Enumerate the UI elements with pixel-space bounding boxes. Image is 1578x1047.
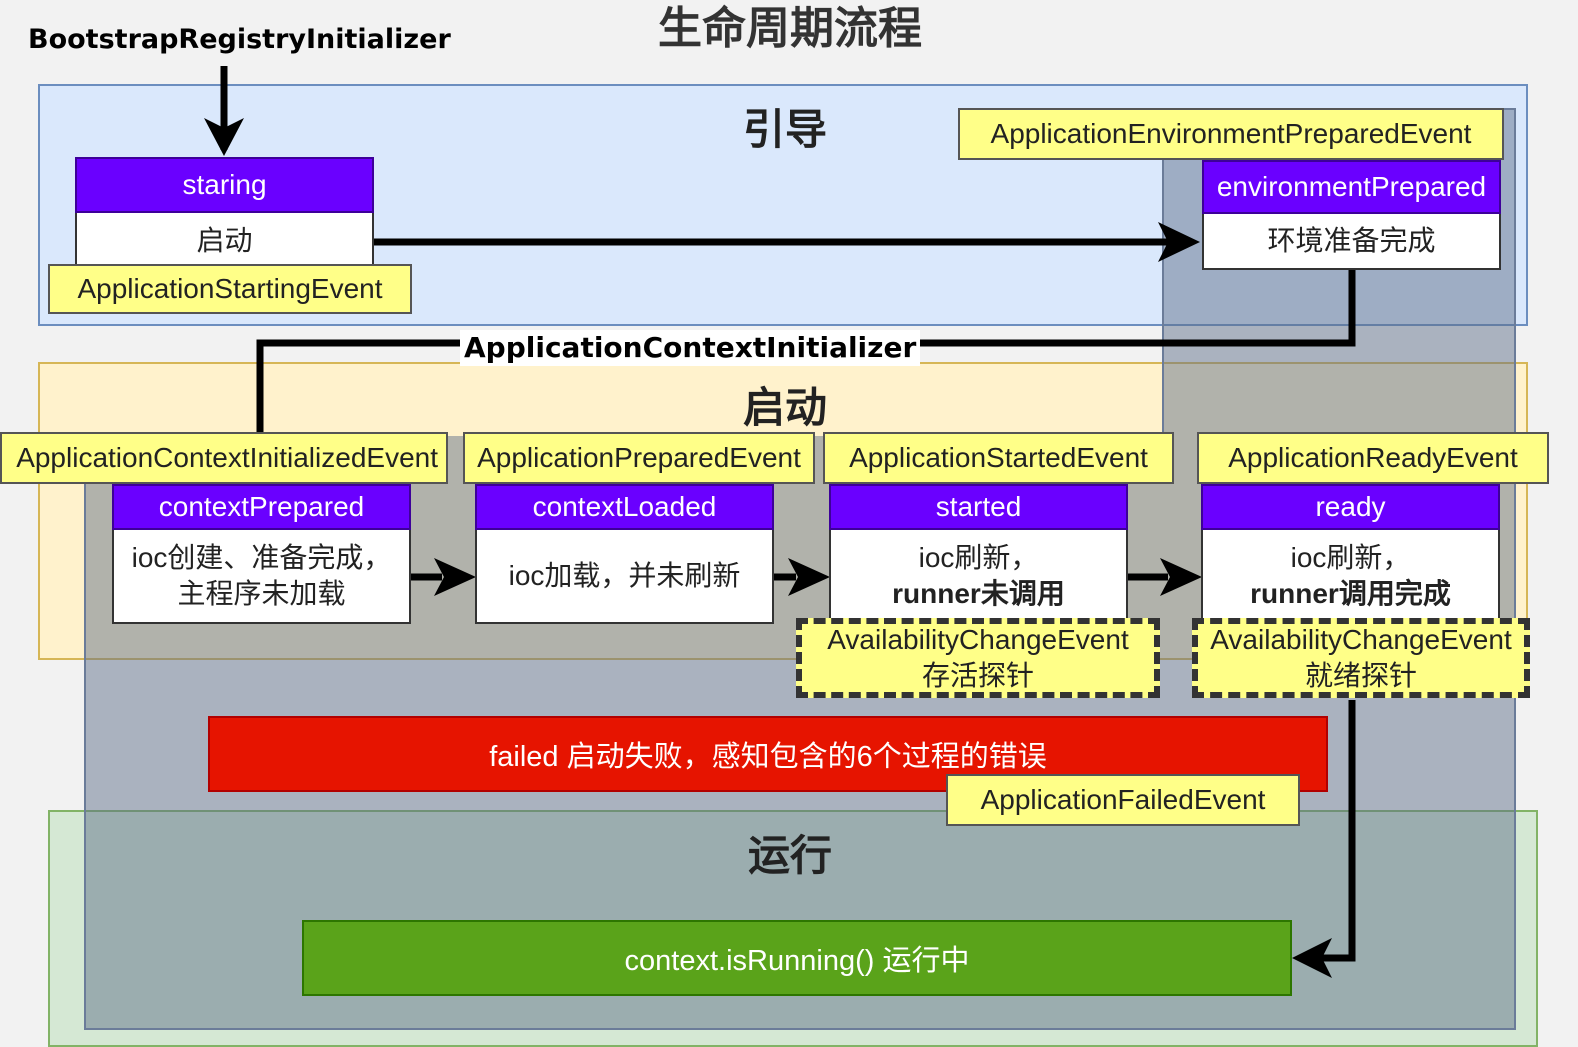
page-title: 生命周期流程 (658, 3, 922, 54)
arrow-ready-to-running (1322, 700, 1356, 962)
stage-started-desc-2: runner未调用 (892, 578, 1065, 609)
running-zone-title: 运行 (747, 831, 832, 880)
stage-environment-prepared: environmentPrepared 环境准备完成 (1202, 160, 1501, 270)
stage-ready-desc-2: runner调用完成 (1250, 578, 1451, 609)
event-availability-liveness-desc: 存活探针 (921, 660, 1034, 691)
event-availability-readiness: AvailabilityChangeEvent 就绪探针 (1192, 618, 1530, 698)
stage-ready: ready ioc刷新， runner调用完成 (1201, 484, 1500, 624)
event-application-ready: ApplicationReadyEvent (1197, 432, 1549, 484)
stage-context-loaded: contextLoaded ioc加载，并未刷新 (475, 484, 774, 624)
event-availability-readiness-desc: 就绪探针 (1304, 660, 1417, 691)
stage-environment-prepared-name: environmentPrepared (1202, 160, 1501, 214)
event-environment-prepared: ApplicationEnvironmentPreparedEvent (958, 108, 1504, 160)
stage-starting-name: staring (75, 157, 374, 213)
running-bar: context.isRunning() 运行中 (302, 920, 1292, 996)
bootstrap-initializer-label: BootstrapRegistryInitializer (28, 24, 451, 55)
stage-ready-name: ready (1201, 484, 1500, 530)
stage-started: started ioc刷新， runner未调用 (829, 484, 1128, 624)
event-application-started: ApplicationStartedEvent (823, 432, 1174, 484)
event-application-starting: ApplicationStartingEvent (48, 264, 412, 314)
event-context-initialized: ApplicationContextInitializedEvent (0, 432, 448, 484)
startup-zone-title: 启动 (742, 383, 827, 432)
stage-context-loaded-desc: ioc加载，并未刷新 (475, 530, 774, 624)
stage-context-prepared-name: contextPrepared (112, 484, 411, 530)
stage-ready-desc-1: ioc刷新， (1290, 542, 1411, 573)
event-availability-liveness: AvailabilityChangeEvent 存活探针 (796, 618, 1160, 698)
stage-starting-desc: 启动 (75, 213, 374, 271)
stage-context-prepared: contextPrepared ioc创建、准备完成， 主程序未加载 (112, 484, 411, 624)
stage-started-desc-1: ioc刷新， (918, 542, 1039, 573)
event-application-failed: ApplicationFailedEvent (946, 774, 1300, 826)
stage-context-prepared-desc-2: 主程序未加载 (177, 578, 346, 609)
stage-environment-prepared-desc: 环境准备完成 (1202, 214, 1501, 270)
context-initializer-label: ApplicationContextInitializer (460, 330, 921, 366)
stage-started-name: started (829, 484, 1128, 530)
stage-context-loaded-name: contextLoaded (475, 484, 774, 530)
stage-context-prepared-desc-1: ioc创建、准备完成， (131, 542, 392, 573)
event-application-prepared: ApplicationPreparedEvent (463, 432, 815, 484)
lifecycle-overlay-top-edge (1162, 108, 1164, 436)
event-availability-liveness-name: AvailabilityChangeEvent (827, 624, 1129, 655)
bootstrap-zone-title: 引导 (742, 105, 827, 154)
event-availability-readiness-name: AvailabilityChangeEvent (1210, 624, 1512, 655)
stage-starting: staring 启动 (75, 157, 374, 271)
